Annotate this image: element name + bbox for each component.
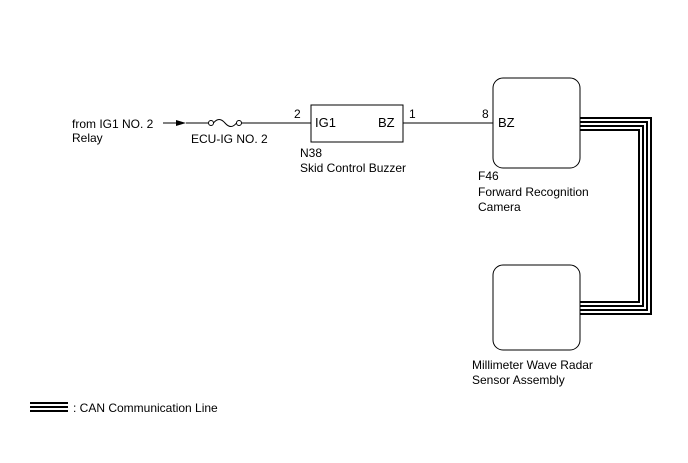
- can-communication-line: [580, 117, 652, 315]
- legend-can-label: : CAN Communication Line: [73, 401, 218, 415]
- buzzer-pin-ig1-number: 2: [294, 107, 301, 121]
- radar-name-line1: Millimeter Wave Radar: [472, 358, 593, 372]
- skid-control-buzzer-box: [310, 104, 404, 143]
- legend-can-line-symbol: [30, 402, 68, 412]
- buzzer-name: Skid Control Buzzer: [300, 161, 406, 175]
- buzzer-pin-ig1-label: IG1: [315, 115, 336, 130]
- source-label-line1: from IG1 NO. 2: [72, 117, 154, 131]
- millimeter-wave-radar-box: [492, 264, 581, 351]
- camera-pin-bz-number: 8: [482, 107, 489, 121]
- camera-pin-bz-label: BZ: [498, 115, 515, 130]
- buzzer-pin-bz-label: BZ: [378, 115, 395, 130]
- source-label-line2: Relay: [72, 131, 103, 145]
- fuse-symbol: [208, 119, 242, 127]
- camera-name-line1: Forward Recognition: [478, 185, 589, 199]
- buzzer-pin-bz-number: 1: [409, 107, 416, 121]
- camera-code: F46: [478, 169, 499, 183]
- radar-name-line2: Sensor Assembly: [472, 373, 565, 387]
- camera-name-line2: Camera: [478, 200, 521, 214]
- fuse-label: ECU-IG NO. 2: [191, 132, 268, 146]
- source-arrow: [163, 120, 186, 126]
- buzzer-code: N38: [300, 146, 322, 160]
